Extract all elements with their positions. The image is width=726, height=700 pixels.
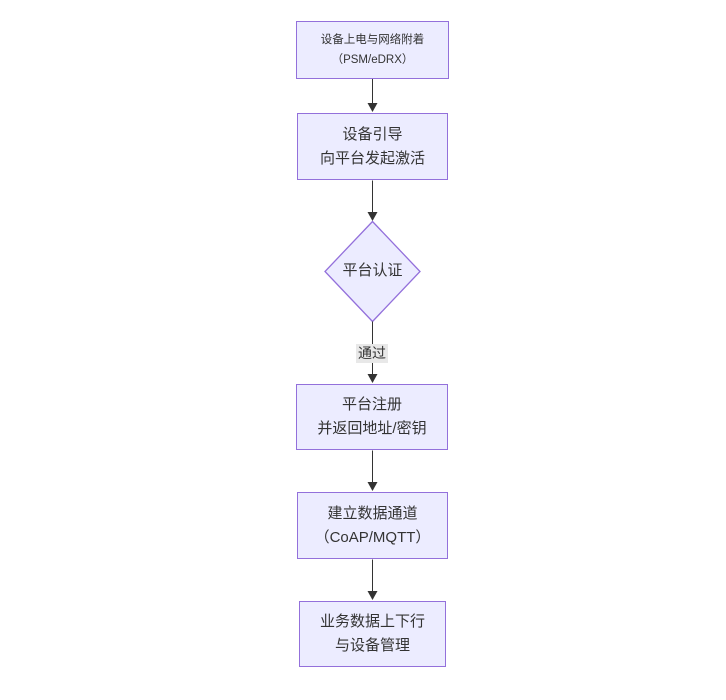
node-label-line: 设备引导 <box>342 125 403 143</box>
node-label-line: 设备上电与网络附着 <box>320 34 425 46</box>
node-label-line: 并返回地址/密钥 <box>317 420 427 437</box>
node-power-on: 设备上电与网络附着 （PSM/eDRX） <box>296 21 449 79</box>
node-label-line: 与设备管理 <box>334 637 410 654</box>
node-business: 业务数据上下行 与设备管理 <box>299 601 446 667</box>
arrowhead-icon <box>367 212 378 221</box>
node-label-line: 业务数据上下行 <box>319 613 425 630</box>
node-label-line: （PSM/eDRX） <box>331 54 414 66</box>
node-register: 平台注册 并返回地址/密钥 <box>296 384 448 450</box>
node-label-line: 建立数据通道 <box>327 504 418 522</box>
node-label-line: （CoAP/MQTT） <box>314 528 431 546</box>
arrowhead-icon <box>367 103 378 112</box>
edge-label-pass: 通过 <box>356 344 388 363</box>
node-label-line: 向平台发起激活 <box>319 149 425 167</box>
node-auth-label: 平台认证 <box>342 262 403 279</box>
arrowhead-icon <box>367 482 378 491</box>
node-label-line: 平台注册 <box>341 396 402 413</box>
arrowhead-icon <box>367 374 378 383</box>
node-bootstrap: 设备引导 向平台发起激活 <box>297 113 448 180</box>
node-channel: 建立数据通道 （CoAP/MQTT） <box>297 492 448 559</box>
arrowhead-icon <box>367 591 378 600</box>
